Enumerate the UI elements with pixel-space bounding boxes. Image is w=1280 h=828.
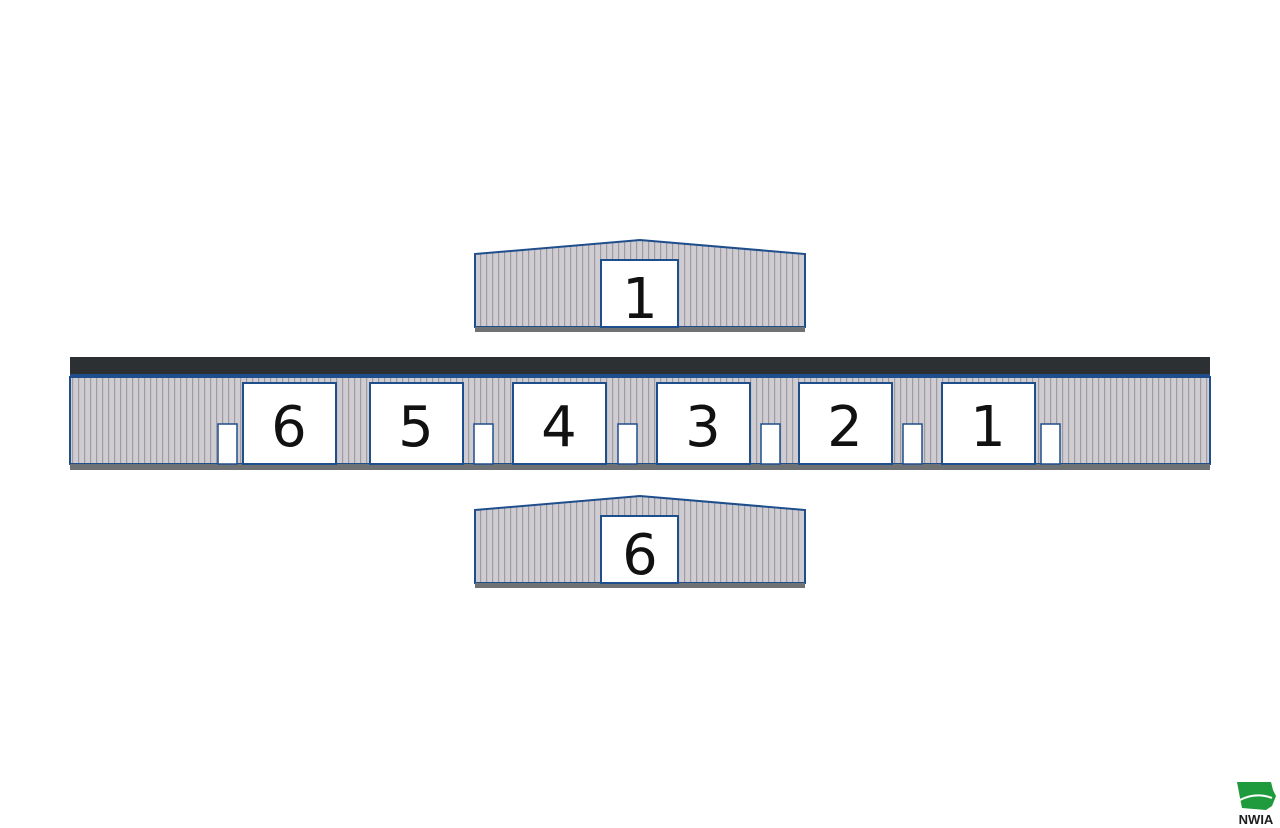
overhead-door: 4 bbox=[512, 382, 607, 465]
top-end-door bbox=[600, 259, 679, 328]
front-wall bbox=[69, 376, 1211, 465]
overhead-door: 3 bbox=[656, 382, 751, 465]
walk-door bbox=[902, 423, 923, 465]
logo-text: NWIA bbox=[1239, 812, 1274, 827]
top-end-base bbox=[475, 327, 805, 332]
bottom-end-elevation: 6 bbox=[474, 494, 806, 588]
walk-door bbox=[217, 423, 238, 465]
front-base bbox=[70, 464, 1210, 470]
bottom-end-base bbox=[475, 583, 805, 588]
front-eave-trim bbox=[70, 374, 1210, 377]
walk-door bbox=[760, 423, 781, 465]
overhead-door-label: 2 bbox=[827, 395, 863, 460]
bottom-end-door-label: 6 bbox=[622, 523, 658, 588]
logo-swoosh bbox=[1239, 794, 1273, 801]
top-end-elevation: 1 bbox=[474, 238, 806, 332]
overhead-door-label: 1 bbox=[970, 395, 1006, 460]
overhead-door: 2 bbox=[798, 382, 893, 465]
overhead-door: 6 bbox=[242, 382, 337, 465]
walk-door bbox=[1040, 423, 1061, 465]
top-end-door-label: 1 bbox=[622, 267, 658, 332]
overhead-door-label: 6 bbox=[271, 395, 307, 460]
overhead-door-label: 4 bbox=[541, 395, 577, 460]
walk-door bbox=[473, 423, 494, 465]
overhead-door: 1 bbox=[941, 382, 1036, 465]
overhead-door-label: 5 bbox=[398, 395, 434, 460]
walk-door bbox=[617, 423, 638, 465]
overhead-door-label: 3 bbox=[685, 395, 721, 460]
front-elevation: 6 5 4 3 2 1 bbox=[69, 357, 1211, 470]
overhead-door: 5 bbox=[369, 382, 464, 465]
nwia-logo: NWIA bbox=[1237, 782, 1276, 827]
bottom-end-door bbox=[600, 515, 679, 584]
front-roof-fascia bbox=[70, 357, 1210, 375]
